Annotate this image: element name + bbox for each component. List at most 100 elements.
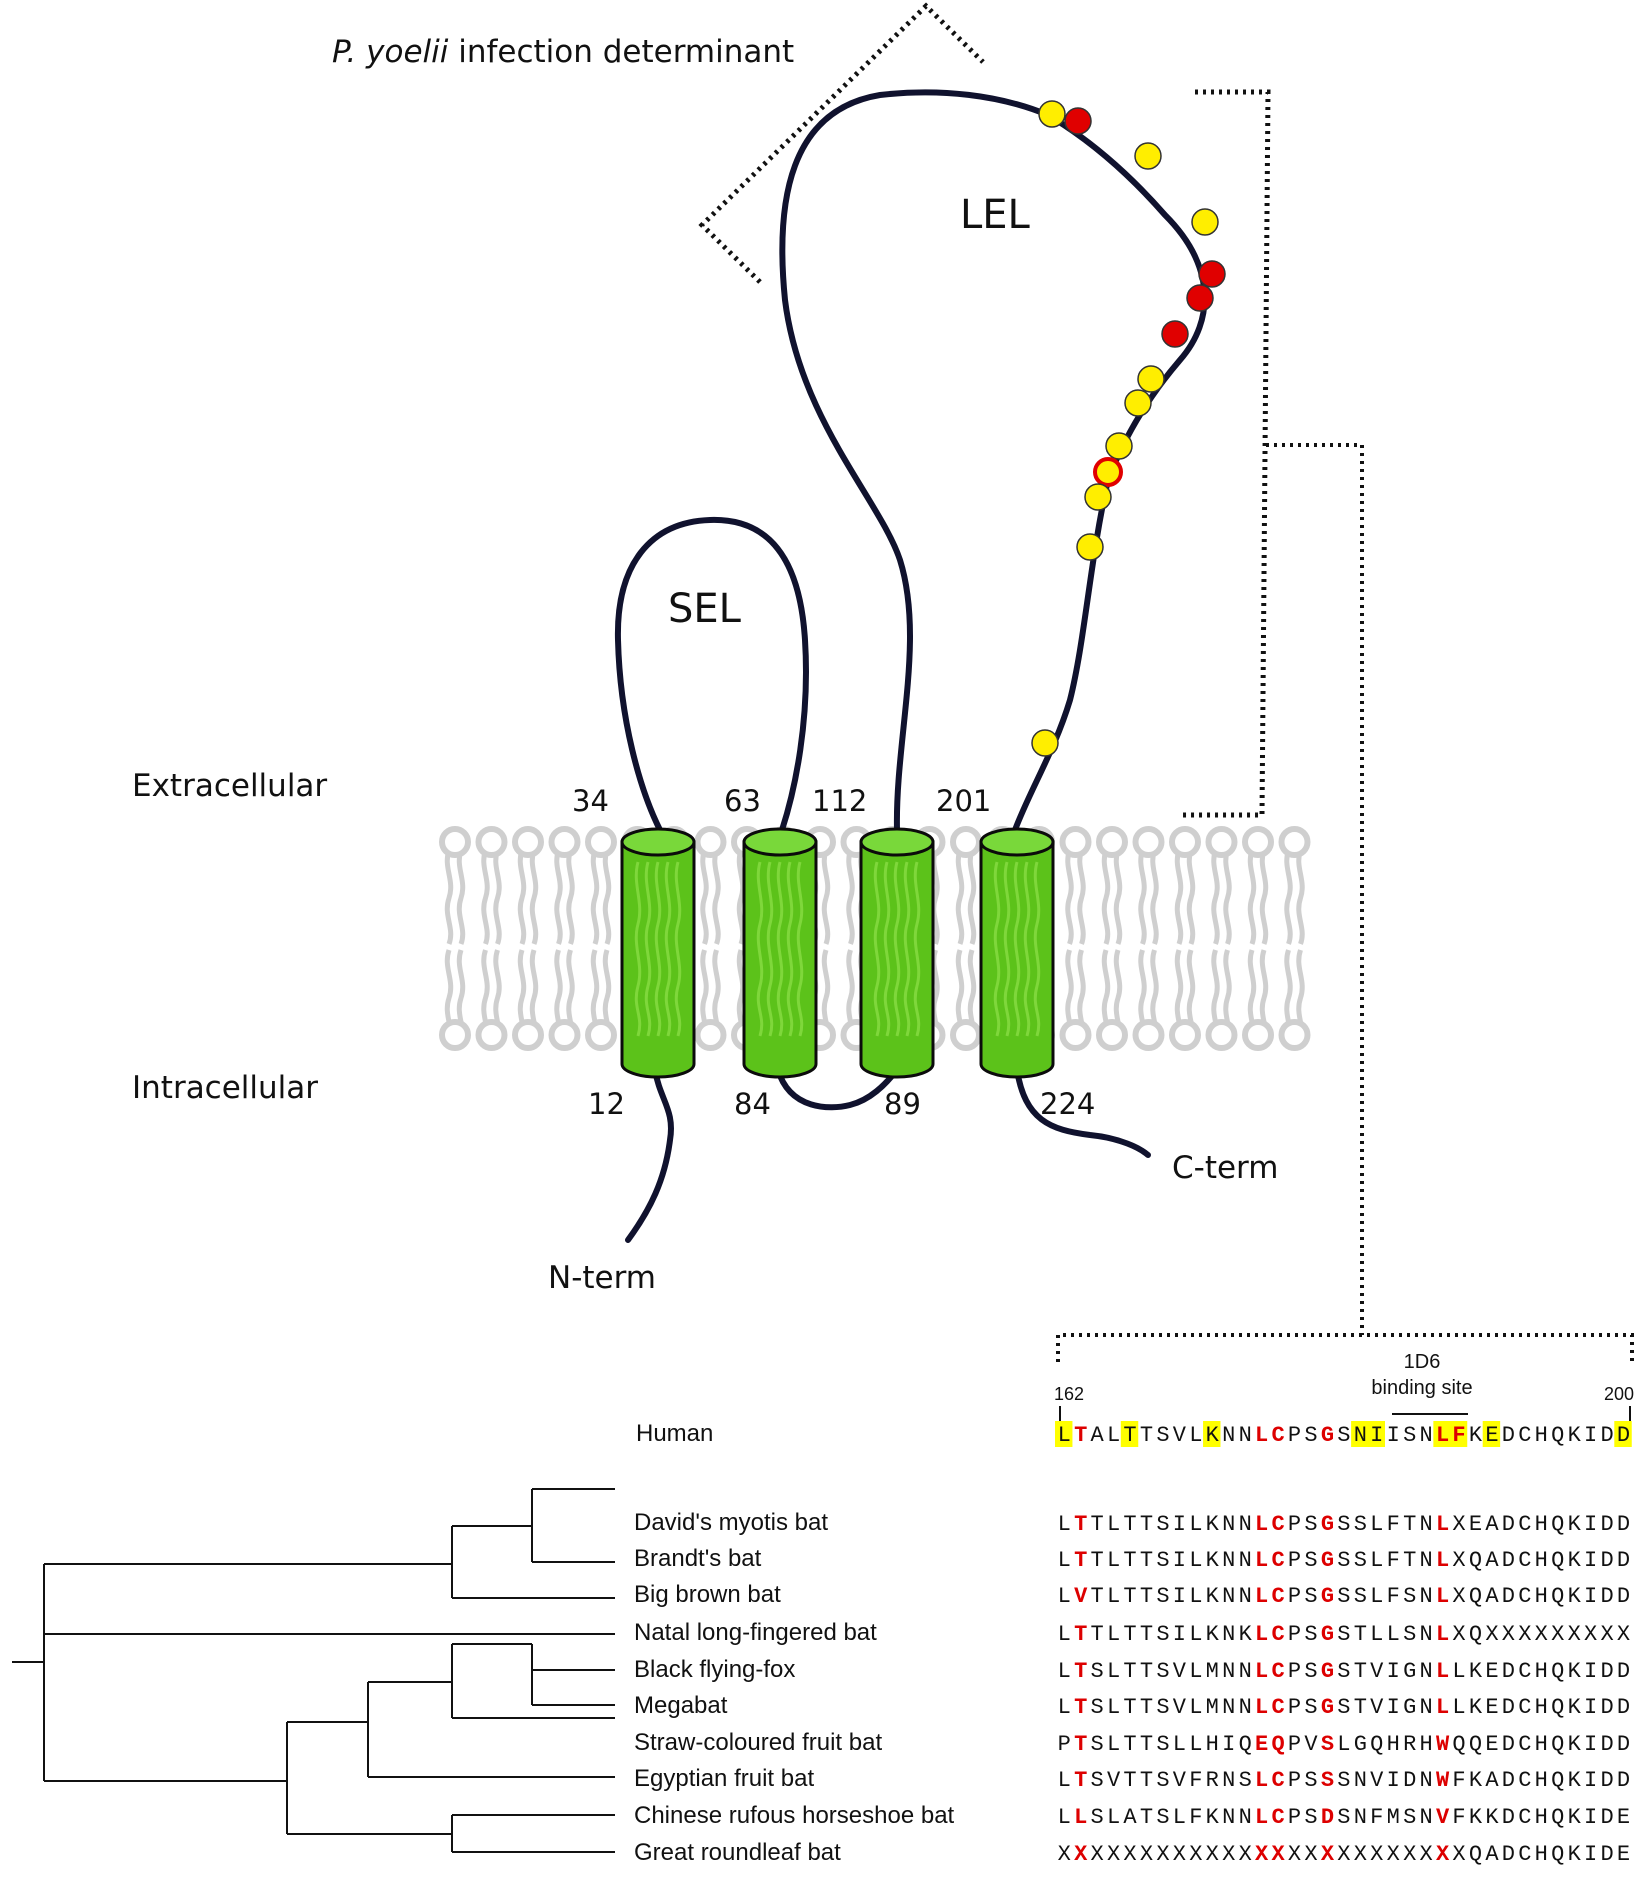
lipid-tail [821,849,831,1045]
residue: X [1222,1842,1235,1867]
residue: H [1535,1659,1548,1684]
residue: S [1337,1584,1350,1609]
residue: S [1156,1659,1169,1684]
lipid-tail [1186,849,1196,1045]
residue: K [1568,1842,1582,1867]
residue: S [1304,1512,1317,1537]
residue: I [1584,1584,1597,1609]
residue: A [1485,1548,1499,1573]
residue: K [1469,1768,1483,1793]
lipid-head [1059,1019,1092,1051]
residue: A [1485,1768,1499,1793]
lipid-head [1096,1019,1128,1051]
residue: N [1222,1622,1235,1647]
lipid [950,826,982,1051]
residue: X [1420,1842,1433,1867]
residue: P [1288,1423,1301,1448]
residue: X [1058,1842,1071,1867]
residue: L [1255,1548,1268,1573]
residue: V [1173,1695,1187,1720]
residue: Q [1452,1732,1465,1757]
species-name: Big brown bat [634,1581,781,1608]
residue: X [1074,1842,1088,1867]
residue: V [1436,1805,1450,1830]
residue: C [1271,1768,1284,1793]
species-name: David's myotis bat [634,1509,828,1536]
lipid [1096,826,1128,1051]
residue: I [1584,1423,1597,1448]
lipid-tail [1211,849,1220,1045]
residue: Q [1551,1842,1564,1867]
residue: S [1354,1584,1367,1609]
lipid [1169,826,1201,1051]
residue: F [1189,1768,1202,1793]
residue: H [1535,1512,1548,1537]
residue: N [1222,1423,1235,1448]
residue: L [1255,1512,1268,1537]
residue: A [1485,1584,1499,1609]
residue: L [1436,1548,1449,1573]
lipid-head [1242,826,1274,858]
binding-site-label-line1: 1D6 [1404,1351,1441,1373]
residue: P [1288,1695,1301,1720]
residue: T [1123,1768,1136,1793]
lipid-tail [493,849,502,1045]
residue: L [1107,1805,1120,1830]
residue: N [1420,1584,1433,1609]
residue: D [1502,1584,1515,1609]
residue: N [1420,1659,1433,1684]
residue: S [1403,1584,1416,1609]
residue: I [1222,1732,1235,1757]
residue: V [1107,1768,1121,1793]
residue: S [1156,1695,1169,1720]
residue: L [1255,1659,1268,1684]
residue: R [1206,1768,1219,1793]
phylogenetic-tree [12,1488,615,1853]
residue: N [1239,1695,1252,1720]
residue: X [1091,1842,1104,1867]
residue: L [1255,1805,1268,1830]
residue: X [1452,1512,1465,1537]
residue: X [1255,1842,1269,1867]
residue: D [1600,1423,1613,1448]
residue: D [1600,1732,1613,1757]
residue: X [1452,1548,1465,1573]
residue: S [1403,1423,1416,1448]
residue: P [1288,1548,1301,1573]
lipid [1205,826,1238,1051]
lipid-head [950,1019,982,1051]
residue: T [1140,1512,1153,1537]
residue: T [1123,1548,1136,1573]
pos-89: 89 [884,1087,921,1121]
residue: X [1337,1842,1350,1867]
residue: S [1304,1622,1317,1647]
residue: K [1469,1659,1483,1684]
residue: X [1568,1622,1581,1647]
lipid [694,826,727,1051]
lipid-tail [700,849,709,1045]
residue: T [1354,1695,1367,1720]
residue: L [1370,1584,1383,1609]
residue: H [1535,1732,1548,1757]
lipid-head [950,826,982,858]
residue: L [1189,1695,1202,1720]
residue: F [1370,1805,1383,1830]
residue: L [1189,1732,1202,1757]
transmembrane-helices [620,827,1055,1079]
residue: D [1617,1548,1630,1573]
helix-stripe [654,861,662,1037]
lipid-head [1242,1019,1274,1051]
residue: T [1074,1622,1087,1647]
residue: Q [1551,1695,1564,1720]
residue: N [1354,1768,1367,1793]
residue: L [1436,1622,1449,1647]
alignment-start-pos: 162 [1054,1384,1084,1404]
lipid-head [1205,826,1238,858]
residue: Q [1551,1732,1564,1757]
sel-loop [614,516,809,833]
lipid-tail [590,849,600,1045]
